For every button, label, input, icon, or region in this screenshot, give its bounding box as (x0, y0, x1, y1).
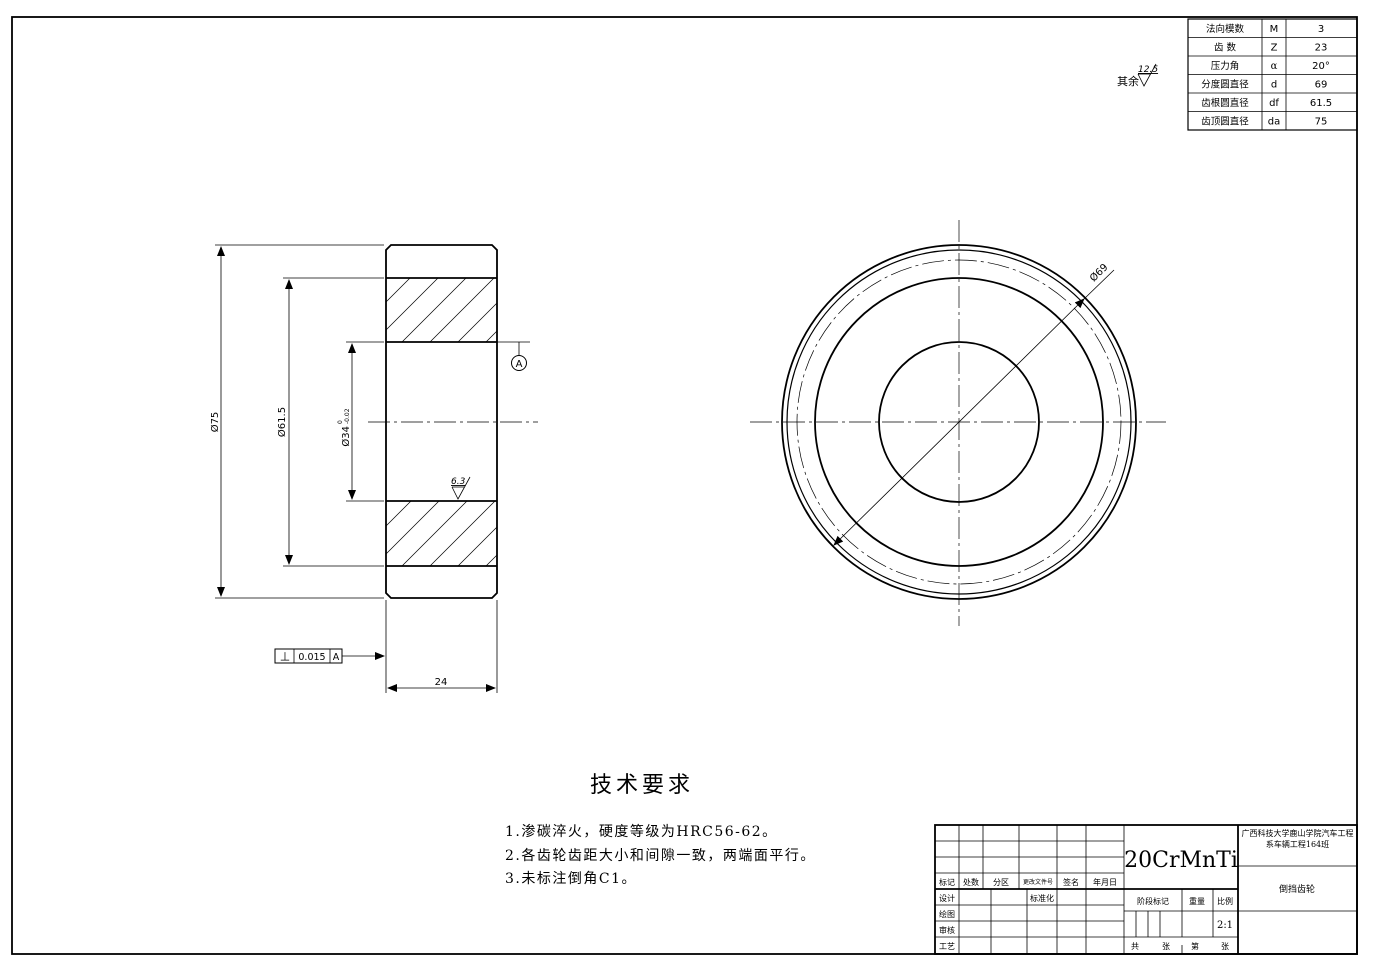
sheet-label: 第 (1191, 941, 1199, 951)
title-block-header-label: 更改文件号 (1023, 878, 1053, 886)
perpendicularity-tolerance-frame: ⊥ 0.015 A (274, 648, 385, 664)
gear-table-row-value: 3 (1318, 24, 1324, 35)
title-block-role-label: 审核 (939, 925, 955, 935)
dim-pitch-diameter: Ø69 (1087, 261, 1110, 284)
hatching-top (386, 278, 497, 342)
dim-bore-tol-upper: 0 (337, 420, 344, 424)
tolerance-value: 0.015 (298, 652, 325, 663)
sheet-label: 张 (1162, 942, 1170, 951)
gear-table-row-name: 齿根圆直径 (1201, 97, 1249, 109)
tech-requirement-item: 2.各齿轮齿距大小和间隙一致，两端面平行。 (505, 848, 816, 864)
technical-requirements: 技术要求 1.渗碳淬火，硬度等级为HRC56-62。 2.各齿轮齿距大小和间隙一… (505, 773, 816, 887)
drawing-border (11, 16, 1358, 955)
school-name: 广西科技大学鹿山学院汽车工程系车辆工程164班 (1241, 829, 1354, 849)
gear-table-row-name: 齿 数 (1214, 42, 1237, 54)
general-roughness-symbol: 其余 12.5 (1117, 63, 1158, 88)
gear-parameter-table: 法向模数 M 3 齿 数 Z 23 压力角 α 20° 分度圆直径 d 69 齿… (1187, 18, 1358, 131)
title-block-role-label: 绘图 (939, 909, 955, 919)
gear-table-row-symbol: Z (1271, 43, 1278, 54)
scale-label: 比例 (1217, 896, 1233, 906)
tech-requirements-title: 技术要求 (590, 773, 694, 798)
title-block-header-label: 签名 (1063, 877, 1079, 887)
tech-requirement-item: 3.未标注倒角C1。 (505, 871, 637, 887)
datum-a-symbol: A (497, 341, 530, 371)
gear-table-row-symbol: M (1270, 24, 1279, 35)
dim-outer-diameter: Ø75 (209, 412, 221, 433)
datum-label: A (516, 359, 523, 370)
bore-roughness-symbol: 6.3 (451, 476, 471, 500)
gear-table-row-symbol: α (1271, 61, 1278, 72)
sheet-label: 张 (1221, 942, 1229, 951)
dim-line-pitch (833, 298, 1085, 546)
weight-label: 重量 (1189, 896, 1205, 906)
title-block: 标记 处数 分区 更改文件号 签名 年月日 设计 绘图 审核 工艺 标准化 20… (934, 824, 1358, 955)
title-block-role-label: 设计 (939, 893, 955, 903)
title-block-standardize: 标准化 (1030, 893, 1054, 903)
gear-table-row-value: 69 (1315, 80, 1328, 91)
title-block-header-label: 标记 (939, 877, 955, 887)
gear-table-row-value: 75 (1315, 117, 1328, 128)
title-block-role-label: 工艺 (939, 942, 955, 951)
gear-table-row-symbol: df (1269, 98, 1279, 109)
gear-table-row-name: 齿顶圆直径 (1201, 116, 1249, 128)
dim-bore-diameter: Ø34 (340, 426, 352, 447)
dim-root-diameter: Ø61.5 (276, 407, 288, 437)
tech-requirement-item: 1.渗碳淬火，硬度等级为HRC56-62。 (505, 823, 778, 840)
title-block-header-label: 分区 (993, 878, 1009, 887)
gear-table-row-value: 61.5 (1310, 98, 1332, 109)
hatching-bottom (386, 501, 497, 566)
roughness-prefix: 其余 (1117, 74, 1139, 88)
gear-table-row-value: 20° (1312, 61, 1330, 72)
gear-table-row-name: 分度圆直径 (1201, 79, 1249, 91)
tolerance-symbol: ⊥ (280, 650, 290, 664)
dim-bore-tol-lower: -0.02 (344, 408, 351, 424)
gear-table-row-name: 压力角 (1211, 60, 1240, 72)
part-name: 倒挡齿轮 (1279, 883, 1315, 895)
gear-table-row-symbol: d (1271, 80, 1277, 91)
title-block-header-label: 处数 (963, 877, 979, 887)
title-block-header-label: 年月日 (1093, 877, 1117, 887)
gear-front-view: Ø69 (750, 220, 1166, 626)
dim-width: 24 (435, 677, 448, 688)
sheet-label: 共 (1131, 942, 1139, 951)
material-name: 20CrMnTi (1124, 848, 1238, 873)
gear-section-view: Ø75 Ø61.5 Ø34 0 -0.02 A 6.3 24 (209, 244, 538, 693)
gear-table-row-name: 法向模数 (1206, 23, 1245, 35)
roughness-value: 12.5 (1138, 65, 1158, 75)
section-outline (385, 244, 498, 599)
stage-mark-label: 阶段标记 (1137, 896, 1169, 906)
gear-table-row-value: 23 (1315, 43, 1328, 54)
scale-value: 2:1 (1217, 920, 1233, 931)
gear-table-row-symbol: da (1268, 117, 1280, 128)
bore-roughness-value: 6.3 (451, 477, 466, 487)
tolerance-datum: A (333, 652, 340, 663)
